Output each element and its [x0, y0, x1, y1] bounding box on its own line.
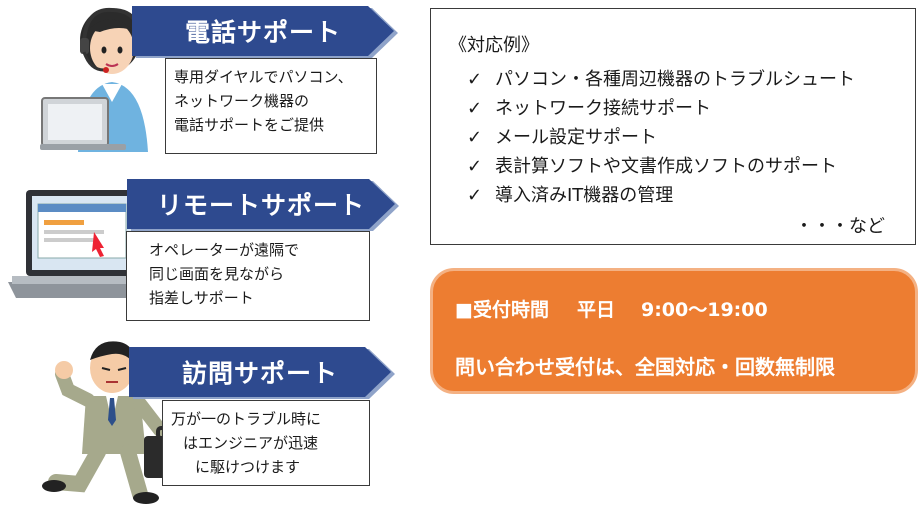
examples-etc: ・・・など — [795, 216, 885, 237]
hours-note: 問い合わせ受付は、全国対応・回数無制限 — [455, 355, 835, 379]
service-desc-remote: オペレーターが遠隔で 同じ画面を見ながら 指差しサポート — [126, 231, 370, 321]
hours-row: ■受付時間 平日 9:00～19:00 — [455, 295, 768, 322]
laptop-remote-screen-icon — [8, 188, 148, 306]
examples-list: ✓ パソコン・各種周辺機器のトラブルシュート ✓ ネットワーク接続サポート ✓ … — [467, 65, 855, 210]
list-item: ✓ ネットワーク接続サポート — [467, 94, 855, 123]
service-desc-phone: 専用ダイヤルでパソコン、 ネットワーク機器の 電話サポートをご提供 — [165, 58, 377, 154]
running-businessman-icon — [40, 334, 200, 504]
service-title-visit: 訪問サポート — [129, 347, 391, 397]
check-icon: ✓ — [467, 69, 483, 90]
check-icon: ✓ — [467, 98, 483, 119]
service-title-phone: 電話サポート — [132, 6, 394, 56]
hours-days: 平日 — [576, 299, 615, 321]
hours-box: ■受付時間 平日 9:00～19:00 問い合わせ受付は、全国対応・回数無制限 — [430, 268, 918, 394]
service-title-remote: リモートサポート — [127, 179, 395, 229]
examples-box: 《対応例》 ✓ パソコン・各種周辺機器のトラブルシュート ✓ ネットワーク接続サ… — [430, 8, 916, 245]
hours-label: ■受付時間 — [455, 299, 549, 321]
list-item: ✓ パソコン・各種周辺機器のトラブルシュート — [467, 65, 855, 94]
list-item: ✓ 表計算ソフトや文書作成ソフトのサポート — [467, 152, 855, 181]
hours-time: 9:00～19:00 — [640, 299, 768, 321]
check-icon: ✓ — [467, 185, 483, 206]
service-desc-visit: 万が一のトラブル時に はエンジニアが迅速 に駆けつけます — [162, 400, 370, 486]
list-item: ✓ メール設定サポート — [467, 123, 855, 152]
check-icon: ✓ — [467, 156, 483, 177]
check-icon: ✓ — [467, 127, 483, 148]
list-item: ✓ 導入済みIT機器の管理 — [467, 181, 855, 210]
examples-title: 《対応例》 — [449, 35, 539, 56]
